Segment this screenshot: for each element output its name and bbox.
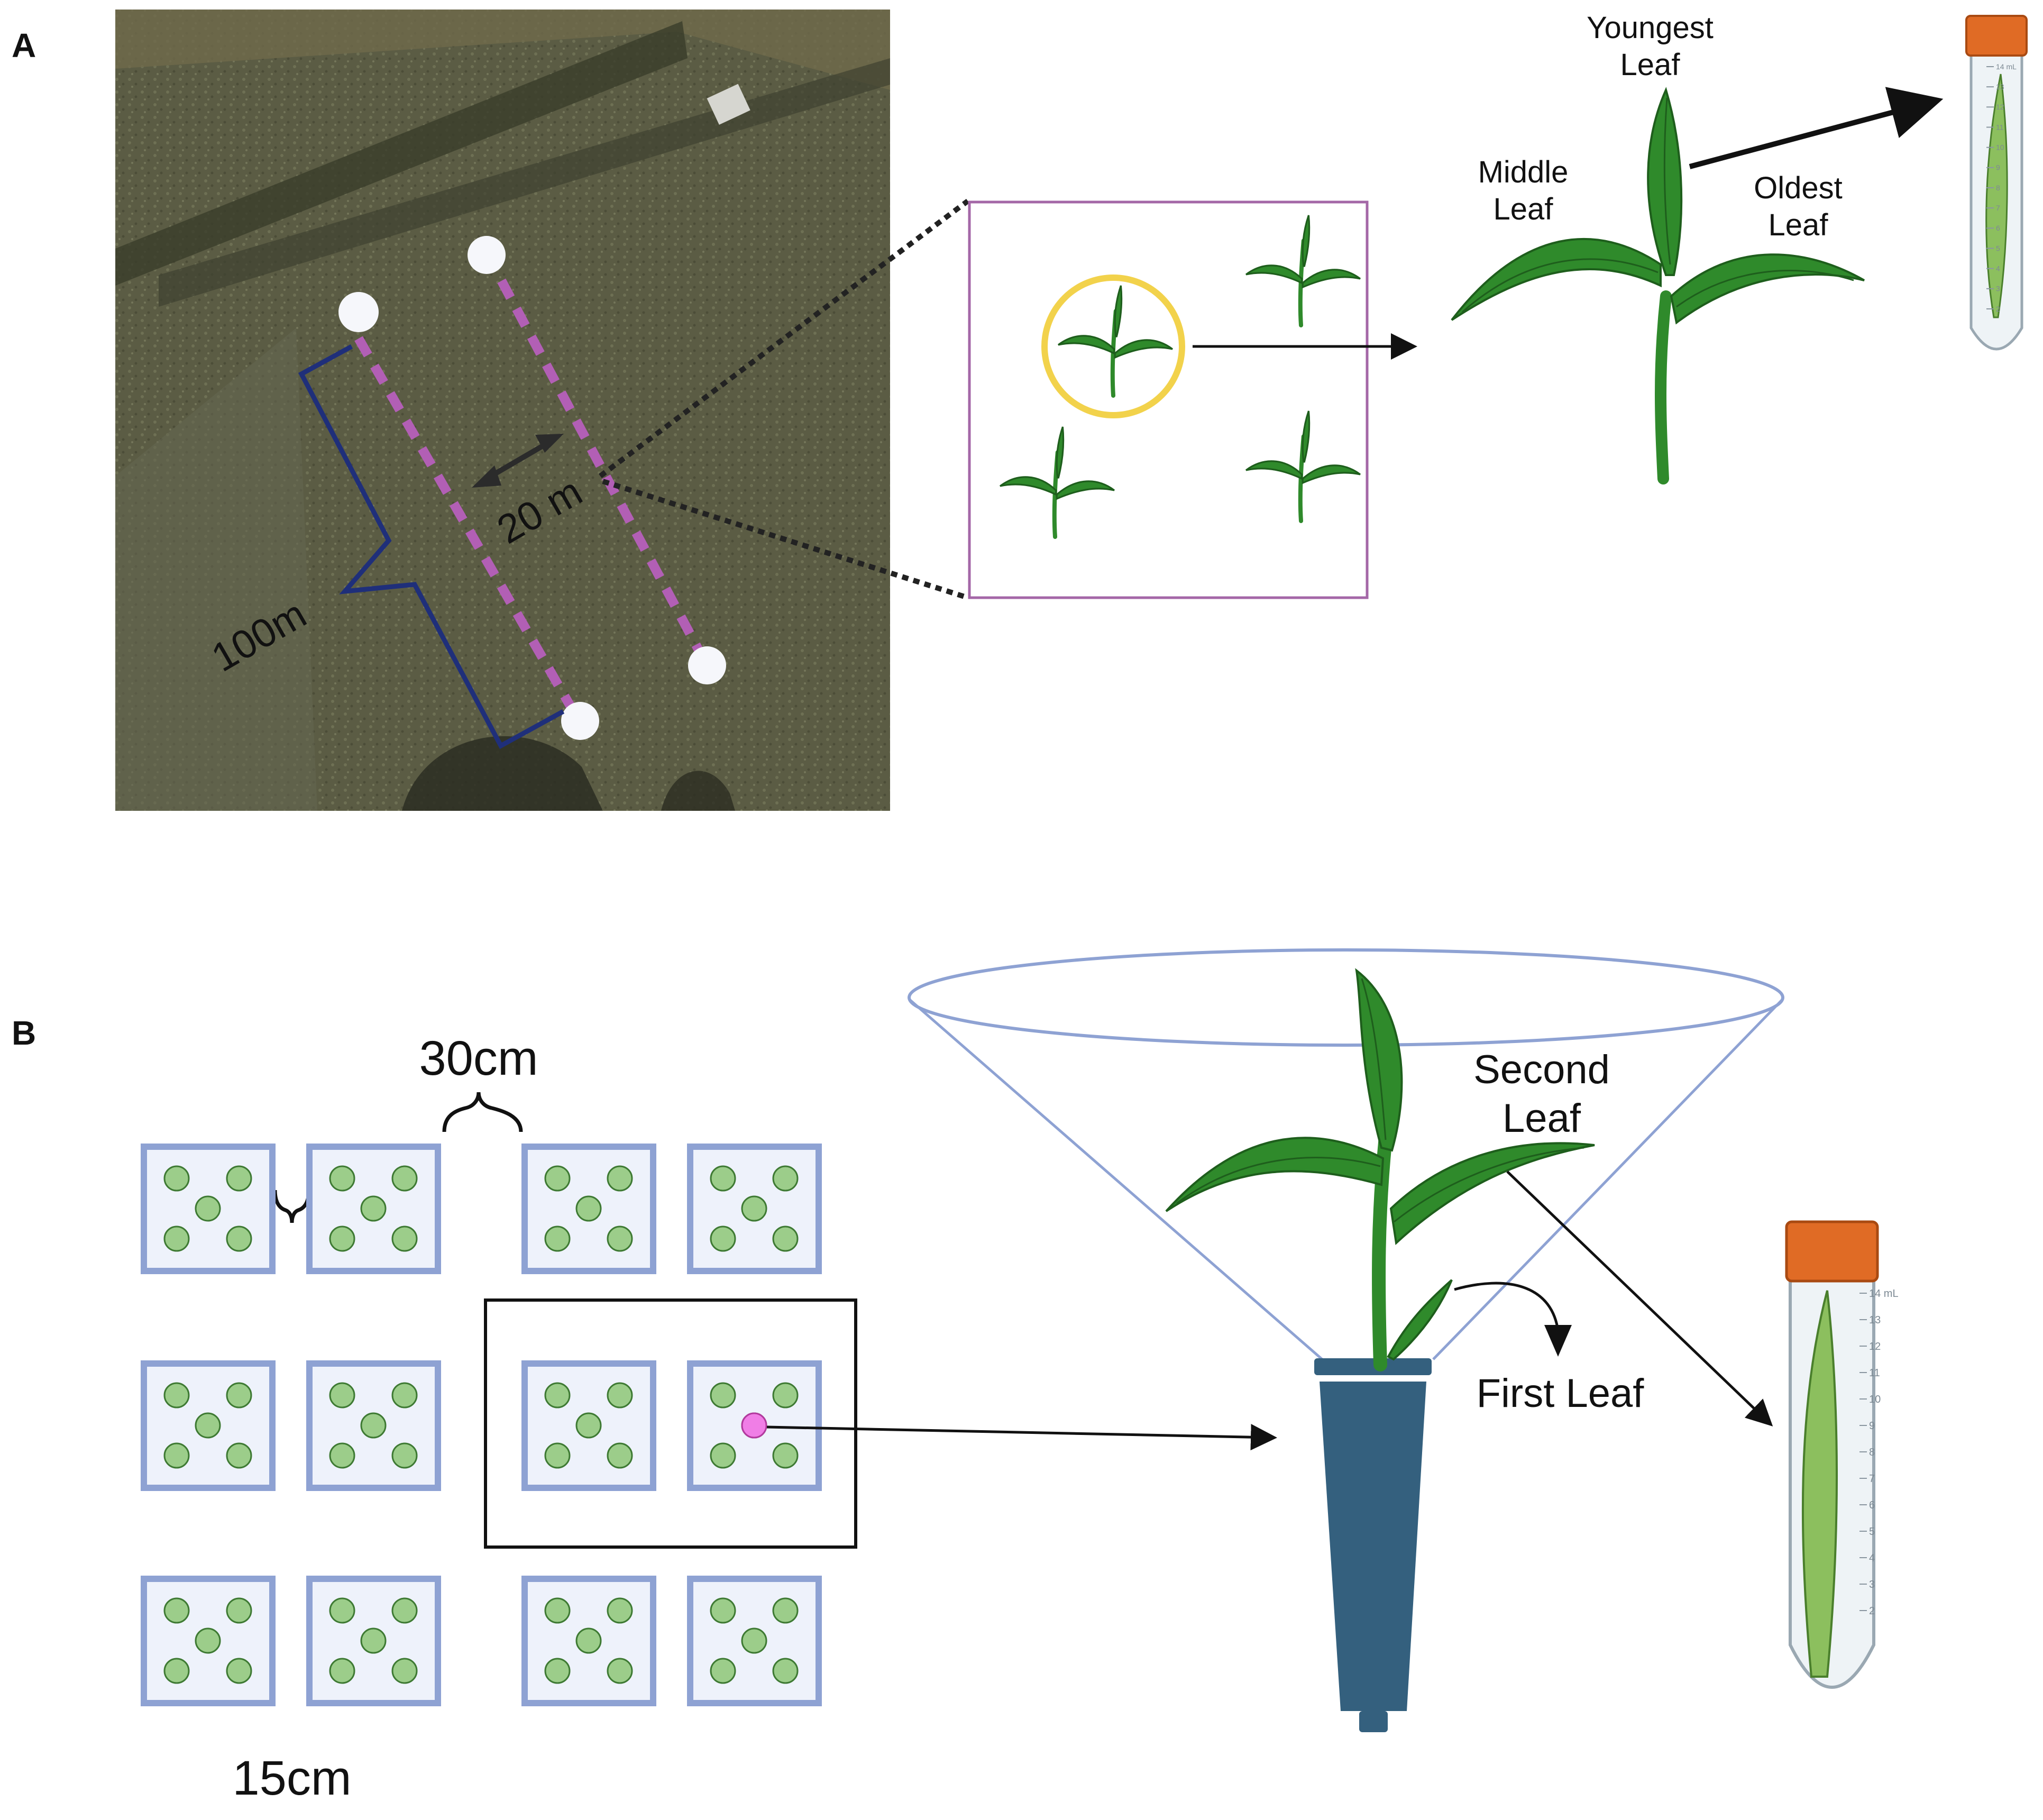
pot xyxy=(309,1147,438,1271)
tube-scale-label: 3 xyxy=(1869,1579,1875,1590)
tube-scale-label: 7 xyxy=(1869,1473,1875,1485)
first-leaf-arrow-head xyxy=(1544,1325,1572,1357)
panel-label-b: B xyxy=(12,1014,36,1052)
pot xyxy=(144,1364,272,1488)
tube-scale-label: 3 xyxy=(1996,285,2000,293)
tube-scale-label: 9 xyxy=(1996,163,2000,172)
plant-detail-b xyxy=(1165,968,1595,1371)
tube-scale-label: 11 xyxy=(1869,1367,1880,1379)
first-leaf-curved-arrow xyxy=(1454,1282,1559,1328)
tube-scale-label: 12 xyxy=(1869,1341,1881,1352)
tube-cap xyxy=(1965,15,2028,57)
tube-scale-label: 6 xyxy=(1996,224,2000,232)
pot xyxy=(309,1579,438,1703)
spacing-label-30cm: 30cm xyxy=(419,1031,538,1085)
sample-tube-b xyxy=(1785,1220,1879,1689)
label-youngest-leaf-1: Youngest xyxy=(1587,11,1714,45)
cone-rim xyxy=(908,948,1784,1047)
transect-line-2 xyxy=(482,250,710,666)
tube-scale-label: 2 xyxy=(1996,305,2000,313)
quadrat-inset xyxy=(968,200,1369,599)
leaf-to-tube-arrow-b xyxy=(1506,1170,1773,1426)
tube-scale-label: 6 xyxy=(1869,1499,1875,1511)
tube-scale-label: 12 xyxy=(1996,103,2004,111)
transect-endpoint xyxy=(338,292,379,332)
leaf-to-tube-arrow xyxy=(1689,87,1944,169)
width-arrow-head-right xyxy=(535,434,564,453)
tube-scale-label: 8 xyxy=(1869,1447,1875,1458)
tube-cap xyxy=(1785,1220,1879,1283)
tube-scale-label: 4 xyxy=(1869,1552,1875,1564)
cone-container xyxy=(908,948,1784,1732)
tube-scale-b: 14 mL 13 12 11 10 9 8 7 6 5 4 3 2 xyxy=(1859,1288,1899,1617)
label-middle-leaf-2: Leaf xyxy=(1494,192,1554,226)
pot xyxy=(144,1579,272,1703)
tube-scale-label: 5 xyxy=(1996,244,2000,252)
selected-plant-ring xyxy=(1041,275,1185,418)
tube-scale-label: 10 xyxy=(1996,143,2004,152)
pot xyxy=(525,1579,653,1703)
label-youngest-leaf-2: Leaf xyxy=(1620,48,1681,82)
width-arrow-head-left xyxy=(472,465,501,488)
tube-scale-label: 14 mL xyxy=(1996,62,2017,71)
tube-scale-label: 4 xyxy=(1996,264,2000,273)
length-bracket xyxy=(298,344,565,749)
zoom-line-bottom xyxy=(602,479,969,600)
plant-detail-a xyxy=(1451,87,1865,484)
label-oldest-leaf-1: Oldest xyxy=(1754,171,1843,205)
tube-scale-label: 14 mL xyxy=(1869,1288,1899,1300)
label-middle-leaf-1: Middle xyxy=(1478,155,1569,189)
tube-scale-label: 9 xyxy=(1869,1420,1875,1432)
leaf-in-tube xyxy=(1985,74,2008,318)
tube-scale-label: 13 xyxy=(1996,83,2004,91)
transect-line-1 xyxy=(354,336,581,719)
selection-box xyxy=(484,1298,857,1549)
transect-endpoint xyxy=(688,646,726,684)
tube-scale-label: 13 xyxy=(1869,1314,1881,1326)
pot xyxy=(144,1147,272,1271)
selected-plant-dot xyxy=(741,1412,767,1439)
pot xyxy=(525,1364,653,1488)
spacing-brace-15cm xyxy=(273,1190,311,1223)
transect-endpoint xyxy=(561,702,599,740)
tube-scale-a: 14 mL 13 12 11 10 9 8 7 6 5 4 3 2 xyxy=(1986,62,2017,313)
label-second-leaf-1: Second xyxy=(1473,1047,1610,1092)
sample-tube-a xyxy=(1965,15,2028,351)
spacing-brace-30cm xyxy=(442,1092,523,1132)
transect-endpoint xyxy=(468,236,506,274)
pot-selected xyxy=(690,1364,819,1488)
tube-scale-label: 11 xyxy=(1996,123,2004,131)
width-arrow xyxy=(485,439,552,481)
label-oldest-leaf-2: Leaf xyxy=(1769,208,1829,242)
pot xyxy=(690,1147,819,1271)
pot-to-cone-arrow xyxy=(766,1424,1277,1451)
panel-label-a: A xyxy=(12,26,36,65)
pot xyxy=(525,1147,653,1271)
label-first-leaf: First Leaf xyxy=(1477,1371,1645,1416)
leaf-in-tube xyxy=(1801,1290,1838,1678)
tube-scale-label: 7 xyxy=(1996,204,2000,212)
tube-scale-label: 2 xyxy=(1869,1605,1875,1617)
label-second-leaf-2: Leaf xyxy=(1503,1096,1581,1141)
pot xyxy=(309,1364,438,1488)
tube-scale-label: 5 xyxy=(1869,1526,1875,1538)
tube-scale-label: 10 xyxy=(1869,1394,1881,1405)
aerial-photo xyxy=(115,10,890,811)
spacing-label-15cm: 15cm xyxy=(233,1751,352,1805)
pot xyxy=(690,1579,819,1703)
pot-grid xyxy=(144,1147,819,1703)
tube-scale-label: 8 xyxy=(1996,184,2000,192)
